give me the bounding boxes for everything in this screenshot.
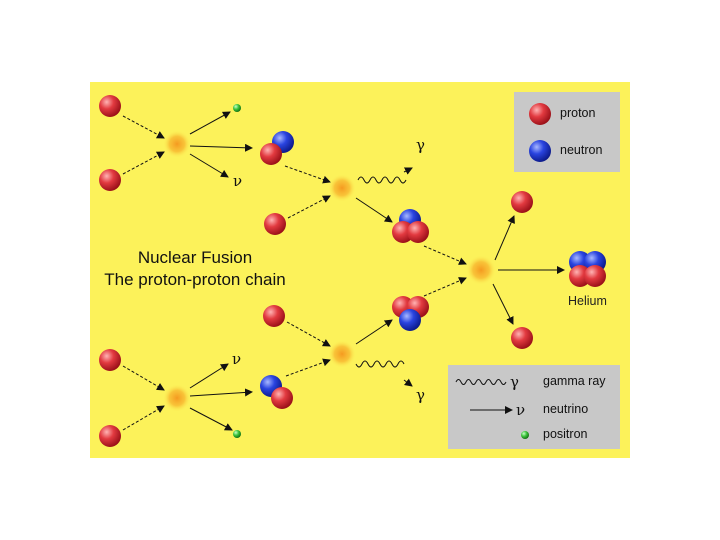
proton-legend-icon [529, 103, 551, 125]
gamma-legend-symbol: γ [510, 373, 519, 391]
arrow [285, 358, 331, 377]
diagram-panel: ν γ ν [90, 82, 630, 458]
proton [584, 265, 606, 287]
proton [263, 305, 285, 327]
arrow [122, 151, 165, 175]
arrow [355, 319, 393, 345]
arrow [122, 405, 165, 431]
fusion-flash [163, 130, 191, 158]
arrow [189, 363, 229, 389]
title-line-1: Nuclear Fusion [137, 248, 253, 267]
fusion-flash [466, 255, 496, 285]
particle-legend-icons [529, 103, 551, 162]
positron-legend-label: positron [543, 427, 588, 441]
symbol-legend: γ ν gamma ray neutrino positron [448, 365, 620, 449]
fusion-flash [163, 384, 191, 412]
proton [264, 213, 286, 235]
arrow [423, 277, 467, 297]
proton [99, 95, 121, 117]
gamma-label: γ [416, 386, 425, 404]
proton [511, 191, 533, 213]
arrow [355, 197, 393, 223]
symbol-legend-icons: γ ν [455, 373, 529, 439]
neutrino-legend-symbol: ν [516, 401, 525, 419]
gamma-ray-wave [357, 176, 407, 184]
proton [511, 327, 533, 349]
proton [271, 387, 293, 409]
arrow [284, 165, 331, 184]
gamma-ray-legend-icon [455, 379, 507, 385]
fusion-flash [328, 174, 356, 202]
arrow [189, 407, 233, 431]
gamma-legend-label: gamma ray [543, 374, 606, 388]
positron [233, 430, 241, 438]
neutron-legend-label: neutron [560, 143, 603, 157]
arrow [122, 115, 165, 139]
arrow [189, 143, 253, 152]
proton [99, 169, 121, 191]
proton [260, 143, 282, 165]
arrow [287, 195, 331, 219]
neutron-legend-icon [529, 140, 551, 162]
proton [99, 349, 121, 371]
neutrino-label: ν [233, 172, 242, 190]
proton-legend-label: proton [560, 106, 596, 120]
particle-legend: proton neutron [514, 92, 620, 172]
arrow [403, 167, 413, 175]
positron [233, 104, 241, 112]
arrow [122, 365, 165, 391]
arrow [189, 111, 231, 135]
arrow [494, 215, 515, 261]
arrow [403, 378, 413, 387]
arrow [423, 245, 467, 265]
proton [407, 221, 429, 243]
neutron [399, 309, 421, 331]
neutrino-label: ν [232, 350, 241, 368]
helium-label: Helium [568, 294, 607, 308]
gamma-label: γ [416, 136, 425, 154]
arrow [492, 283, 514, 325]
arrow [286, 321, 331, 347]
proton [99, 425, 121, 447]
arrow [189, 153, 229, 178]
gamma-ray-wave [355, 360, 405, 368]
arrow [189, 388, 253, 397]
neutrino-legend-label: neutrino [543, 402, 589, 416]
fusion-flash [328, 340, 356, 368]
fusion-diagram: ν γ ν [99, 95, 606, 447]
positron-legend-icon [521, 431, 529, 439]
title-line-2: The proton-proton chain [104, 270, 286, 289]
